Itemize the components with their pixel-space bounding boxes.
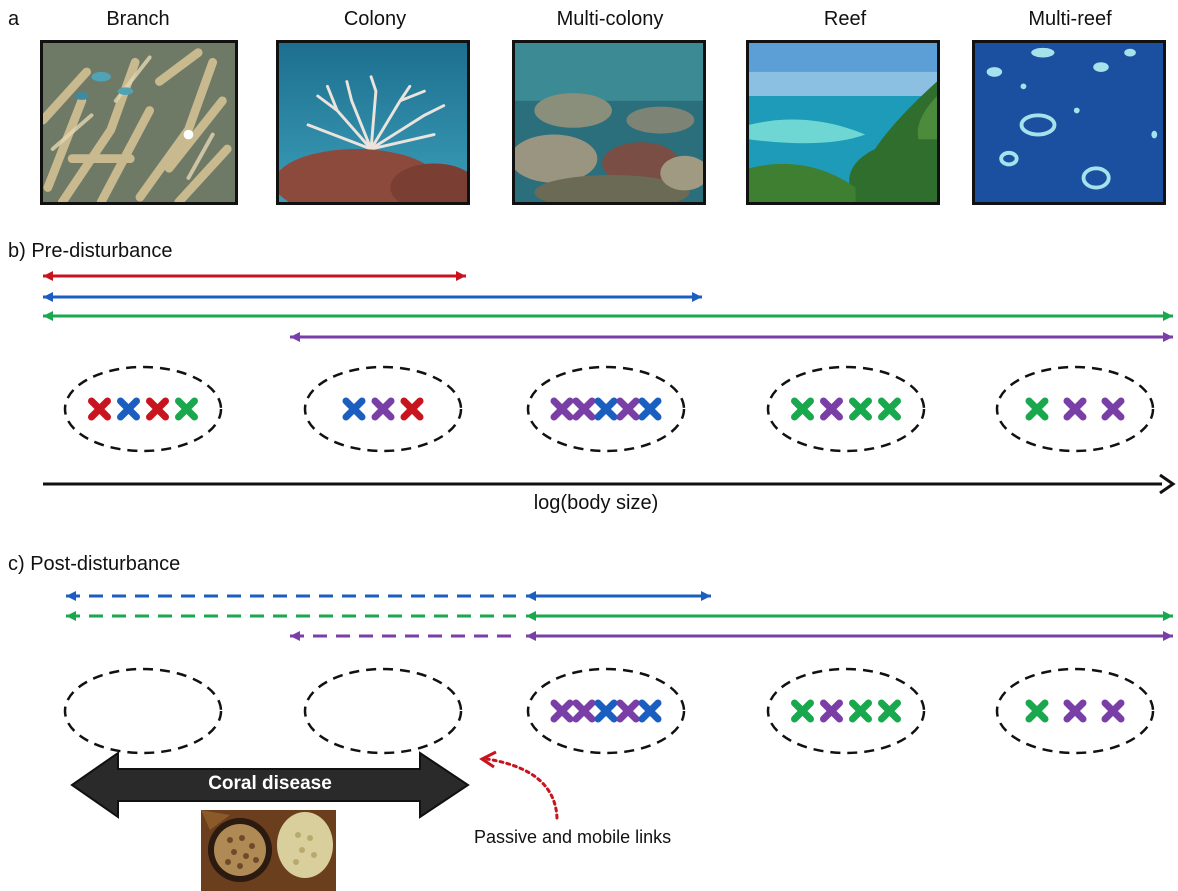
pre-group-2-mark-4 — [638, 397, 662, 421]
photo-title-reef: Reef — [823, 8, 867, 30]
post-range-purple-solid-start-head — [526, 631, 536, 641]
post-group-4-ellipse — [995, 667, 1155, 755]
pre-group-2-mark-3 — [616, 397, 640, 421]
post-group-4-mark-1 — [1063, 699, 1087, 723]
post-group-2-mark-4 — [638, 699, 662, 723]
pre-group-3-mark-2 — [849, 397, 872, 421]
post-group-1-ellipse — [303, 667, 463, 755]
coral-disease-photo — [201, 810, 336, 891]
post-range-purple-dashed-start-head — [290, 631, 300, 641]
pre-group-2-mark-0 — [550, 397, 574, 421]
post-range-blue-solid-start-head — [526, 591, 536, 601]
post-disturbance-ranges — [66, 591, 1173, 641]
axis-arrowhead — [1159, 473, 1176, 495]
post-group-3-mark-0 — [791, 699, 814, 723]
post-disturbance-groups — [63, 667, 1155, 755]
photo-title-colony: Colony — [343, 8, 407, 30]
colony-photo — [276, 40, 470, 205]
pre-group-3-mark-1 — [820, 397, 843, 421]
post-group-3-ellipse — [766, 667, 926, 755]
post-range-green-solid-end-head — [1163, 611, 1173, 621]
pre-range-green-end-head — [1163, 311, 1173, 321]
pre-range-purple-end-head — [1163, 332, 1173, 342]
pre-group-1-ellipse — [303, 365, 463, 453]
post-group-2-mark-1 — [572, 699, 596, 723]
pre-group-1-mark-1 — [371, 397, 395, 421]
pre-group-0-mark-0 — [88, 397, 111, 421]
pre-group-0-mark-1 — [117, 397, 140, 421]
pre-group-0-mark-2 — [146, 397, 169, 421]
pre-group-3-mark-3 — [878, 397, 901, 421]
photo-title-branch: Branch — [106, 8, 170, 30]
pre-group-2-ellipse — [526, 365, 686, 453]
post-range-purple-solid-end-head — [1163, 631, 1173, 641]
post-range-blue-dashed-start-head — [66, 591, 76, 601]
post-group-2-mark-0 — [550, 699, 574, 723]
photo-title-multi-reef: Multi-reef — [1028, 8, 1112, 30]
post-group-0-ellipse — [63, 667, 223, 755]
pre-group-4-mark-1 — [1063, 397, 1087, 421]
body-size-axis — [43, 473, 1176, 495]
pre-range-blue-end-head — [692, 292, 702, 302]
axis-label: log(body size) — [533, 492, 659, 514]
multi-colony-photo — [512, 40, 706, 205]
pre-range-green-start-head — [43, 311, 53, 321]
pre-group-3-mark-0 — [791, 397, 814, 421]
coral-disease-arrow — [70, 751, 470, 819]
post-group-3-mark-1 — [820, 699, 843, 723]
post-range-green-dashed-start-head — [66, 611, 76, 621]
post-group-2-ellipse — [526, 667, 686, 755]
pre-group-4-ellipse — [995, 365, 1155, 453]
panel-a-label: a — [8, 8, 20, 30]
pre-range-purple-start-head — [290, 332, 300, 342]
pre-group-2-mark-1 — [572, 397, 596, 421]
pre-range-blue-start-head — [43, 292, 53, 302]
post-group-4-mark-2 — [1101, 699, 1125, 723]
passive-mobile-links-label: Passive and mobile links — [474, 827, 672, 847]
pre-disturbance-groups — [63, 365, 1155, 453]
pre-group-0-ellipse — [63, 365, 223, 453]
post-group-3-mark-3 — [878, 699, 901, 723]
post-group-4-mark-0 — [1025, 699, 1049, 723]
pre-range-red-start-head — [43, 271, 53, 281]
post-group-2-mark-3 — [616, 699, 640, 723]
pre-group-3-ellipse — [766, 365, 926, 453]
panel-b-label: b) Pre-disturbance — [8, 240, 173, 262]
post-range-blue-solid-end-head — [701, 591, 711, 601]
pre-group-1-mark-2 — [400, 397, 424, 421]
panel-c-label: c) Post-disturbance — [8, 553, 181, 575]
pre-group-1-mark-0 — [342, 397, 366, 421]
post-range-green-solid-start-head — [526, 611, 536, 621]
passive-mobile-links-arrow — [479, 750, 559, 820]
pre-group-0-mark-3 — [175, 397, 198, 421]
pre-group-2-mark-2 — [594, 397, 618, 421]
pre-disturbance-ranges — [43, 271, 1173, 342]
post-group-3-mark-2 — [849, 699, 872, 723]
multi-reef-photo — [972, 40, 1166, 205]
pre-group-4-mark-0 — [1025, 397, 1049, 421]
pre-group-4-mark-2 — [1101, 397, 1125, 421]
pre-range-red-end-head — [456, 271, 466, 281]
branch-photo — [40, 40, 238, 205]
coral-disease-label: Coral disease — [208, 773, 332, 794]
post-group-2-mark-2 — [594, 699, 618, 723]
photo-title-multi-colony: Multi-colony — [556, 8, 664, 30]
reef-photo — [746, 40, 940, 205]
